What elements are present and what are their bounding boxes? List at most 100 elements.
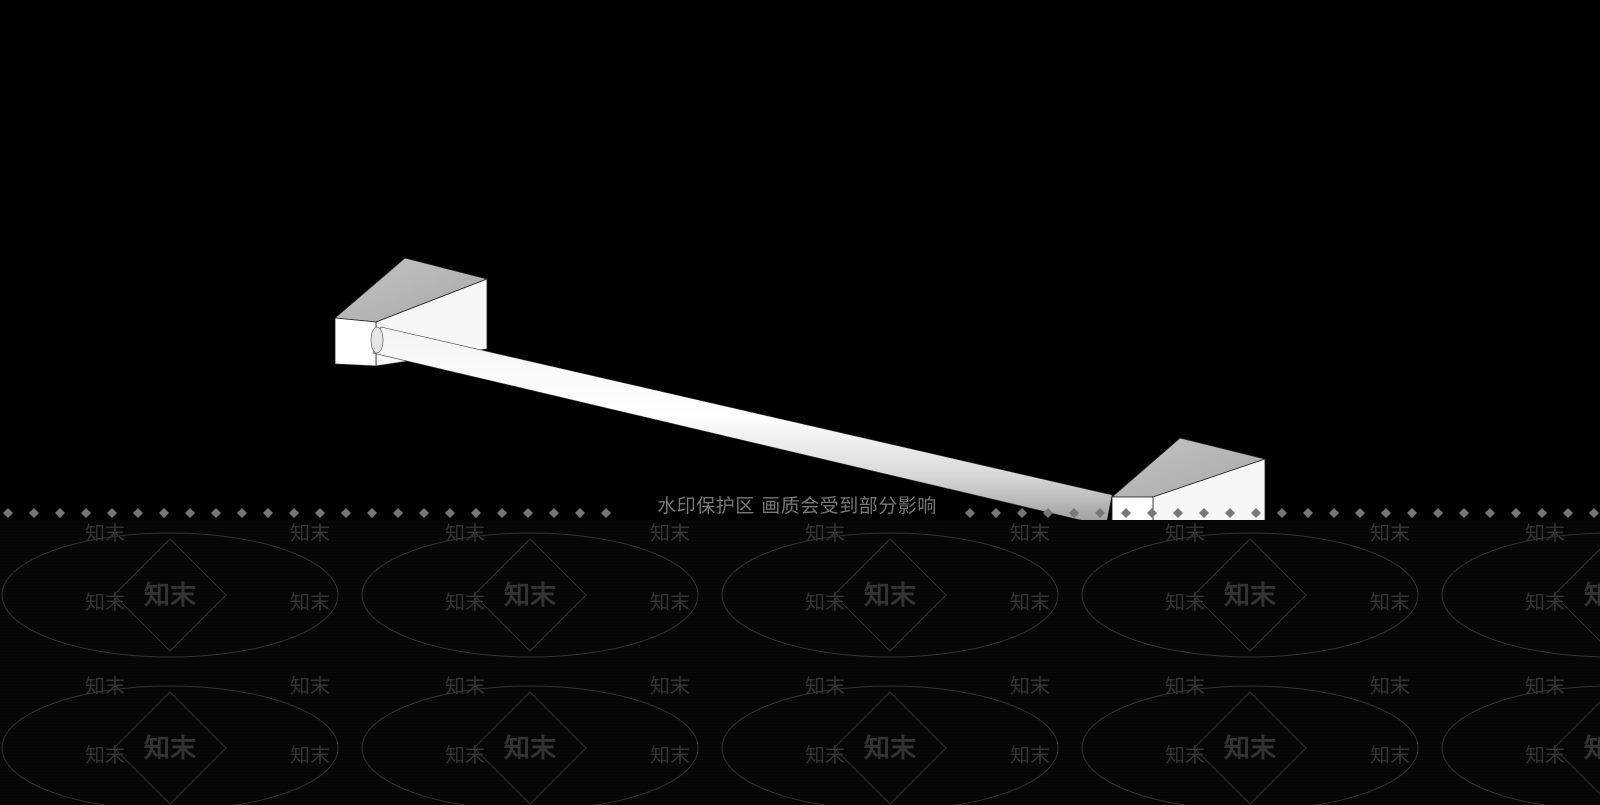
watermark-brand-small: 知末	[650, 743, 690, 767]
watermark-brand-small: 知末	[85, 674, 125, 698]
watermark-brand-small: 知末	[1165, 674, 1205, 698]
watermark-brand-small: 知末	[290, 590, 330, 614]
banner-dot	[55, 508, 65, 518]
watermark-ellipse	[1, 685, 339, 805]
banner-dot	[1563, 508, 1573, 518]
banner-dot	[601, 508, 611, 518]
watermark-brand-large: 知末	[144, 581, 197, 611]
watermark-tile: 知末知末知末知末知末	[1, 521, 339, 658]
banner-dot	[1303, 508, 1313, 518]
watermark-brand-small: 知末	[650, 521, 690, 545]
watermark-tile: 知末知末知末知末知末	[721, 674, 1059, 805]
banner-dot	[1017, 508, 1027, 518]
watermark-brand-small: 知末	[1525, 590, 1565, 614]
watermark-diamond	[113, 538, 227, 652]
banner-dot	[1173, 508, 1183, 518]
watermark-diamond	[833, 538, 947, 652]
banner-dot	[1381, 508, 1391, 518]
banner-dot	[3, 508, 13, 518]
banner-dot	[1485, 508, 1495, 518]
watermark-brand-small: 知末	[1010, 743, 1050, 767]
watermark-ellipse	[1441, 685, 1600, 805]
watermark-brand-small: 知末	[1525, 743, 1565, 767]
watermark-brand-large: 知末	[864, 581, 917, 611]
banner-dot	[549, 508, 559, 518]
watermark-diamond	[833, 691, 947, 805]
banner-dot	[575, 508, 585, 518]
banner-dot	[1095, 508, 1105, 518]
watermark-brand-small: 知末	[1165, 590, 1205, 614]
banner-dot	[29, 508, 39, 518]
watermark-ellipse	[361, 532, 699, 658]
watermark-brand-small: 知末	[1010, 674, 1050, 698]
watermark-brand-large: 知末	[1584, 734, 1600, 764]
banner-dot	[965, 508, 975, 518]
watermark-ellipse	[361, 685, 699, 805]
watermark-diamond	[1553, 548, 1600, 642]
watermark-brand-small: 知末	[1370, 674, 1410, 698]
watermark-banner-dots	[3, 508, 1599, 518]
banner-dot	[1459, 508, 1469, 518]
banner-dot	[315, 508, 325, 518]
banner-dot	[159, 508, 169, 518]
watermark-brand-small: 知末	[445, 674, 485, 698]
left-bracket-front-face	[334, 317, 377, 367]
watermark-brand-large: 知末	[864, 734, 917, 764]
watermark-ellipse	[1441, 532, 1600, 658]
watermark-brand-small: 知末	[1165, 521, 1205, 545]
banner-dot	[1329, 508, 1339, 518]
banner-dot	[211, 508, 221, 518]
watermark-brand-large: 知末	[1584, 581, 1600, 611]
banner-dot	[341, 508, 351, 518]
banner-dot	[1355, 508, 1365, 518]
watermark-brand-small: 知末	[1010, 590, 1050, 614]
watermark-brand-small: 知末	[805, 590, 845, 614]
banner-dot	[263, 508, 273, 518]
banner-dot	[471, 508, 481, 518]
watermark-diamond	[1193, 691, 1307, 805]
watermark-brand-small: 知末	[1370, 743, 1410, 767]
watermark-brand-small: 知末	[650, 674, 690, 698]
banner-dot	[289, 508, 299, 518]
banner-dot	[445, 508, 455, 518]
rod-end-cap	[370, 326, 384, 354]
watermark-zone: 知末知末知末知末知末知末知末知末知末知末知末知末知末知末知末知末知末知末知末知末…	[0, 520, 1600, 805]
watermark-tile: 知末知末知末知末知末	[1, 674, 339, 805]
watermark-ellipse	[721, 532, 1059, 658]
watermark-brand-small: 知末	[290, 521, 330, 545]
watermark-diamond	[473, 538, 587, 652]
banner-dot	[523, 508, 533, 518]
watermark-brand-large: 知末	[504, 734, 557, 764]
banner-dot	[1277, 508, 1287, 518]
banner-dot	[393, 508, 403, 518]
watermark-banner-text: 水印保护区 画质会受到部分影响	[657, 495, 937, 517]
banner-dot	[1225, 508, 1235, 518]
banner-dot	[1589, 508, 1599, 518]
watermark-brand-small: 知末	[85, 590, 125, 614]
watermark-brand-small: 知末	[650, 590, 690, 614]
banner-dot	[1069, 508, 1079, 518]
banner-dot	[1251, 508, 1261, 518]
banner-dot	[991, 508, 1001, 518]
banner-dot	[1147, 508, 1157, 518]
watermark-diamond	[473, 691, 587, 805]
watermark-brand-large: 知末	[144, 734, 197, 764]
watermark-brand-small: 知末	[1165, 743, 1205, 767]
banner-dot	[367, 508, 377, 518]
watermark-tile: 知末知末知末知末知末	[1081, 674, 1419, 805]
watermark-brand-small: 知末	[1010, 521, 1050, 545]
watermark-brand-small: 知末	[445, 590, 485, 614]
watermark-brand-small: 知末	[445, 743, 485, 767]
banner-dot	[497, 508, 507, 518]
watermark-brand-large: 知末	[504, 581, 557, 611]
watermark-brand-small: 知末	[290, 743, 330, 767]
watermark-tile: 知末知末知末知末知末	[361, 674, 699, 805]
banner-dot	[185, 508, 195, 518]
watermark-ellipse	[721, 685, 1059, 805]
banner-dot	[107, 508, 117, 518]
watermark-diamond	[113, 691, 227, 805]
watermark-brand-small: 知末	[805, 521, 845, 545]
watermark-brand-small: 知末	[85, 521, 125, 545]
banner-dot	[419, 508, 429, 518]
